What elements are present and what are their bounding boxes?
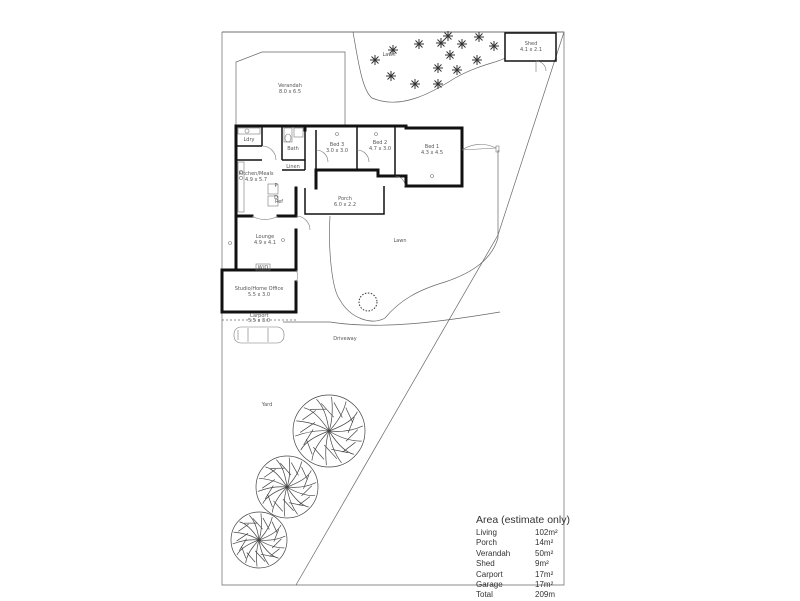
- area-title: Area (estimate only): [476, 514, 570, 526]
- ldry-name: Ldry: [244, 137, 255, 143]
- fixtures: [228, 127, 500, 283]
- flower-icon: [386, 71, 396, 81]
- room-labels: Verandah 8.0 x 6.5 Shed 4.1 x 2.1 Bed 1 …: [235, 41, 542, 324]
- studio-name: Studio/Home Office: [235, 286, 284, 292]
- shrub-icon: [358, 292, 378, 312]
- flower-icon: [452, 65, 462, 75]
- carport-dims: 5.5 x 3.0: [248, 318, 270, 324]
- area-row: Shed 9m²: [476, 559, 586, 569]
- wo-label: W/O: [258, 265, 269, 271]
- carport-name: Carport: [250, 313, 269, 319]
- flower-icon: [457, 39, 467, 49]
- area-row-value: 17m²: [535, 569, 554, 579]
- driveway-edge: [283, 311, 501, 326]
- tree-icons: [230, 394, 366, 569]
- studio-dims: 5.5 x 3.0: [248, 292, 270, 298]
- top-lawn-edge: [352, 31, 506, 103]
- area-row: Garage 17m²: [476, 580, 586, 590]
- pantry-label: P: [274, 183, 277, 189]
- flower-icon: [489, 41, 499, 51]
- lawn-mid-label: Lawn: [393, 238, 406, 244]
- shed-dims: 4.1 x 2.1: [520, 47, 542, 53]
- area-row: Living 102m²: [476, 528, 586, 538]
- area-row-name: Garage: [476, 580, 503, 590]
- kitchen-name: Kitchen/Meals: [239, 171, 274, 177]
- flower-icon: [445, 50, 455, 60]
- area-row-value: 50m²: [535, 548, 554, 558]
- kitchen-dims: 4.9 x 5.7: [245, 177, 267, 183]
- property-boundary: [221, 31, 565, 586]
- lounge-name: Lounge: [256, 234, 274, 240]
- area-row-name: Living: [476, 528, 497, 537]
- tree-icon: [230, 511, 288, 569]
- area-row-name: Shed: [476, 559, 495, 569]
- flower-icon: [474, 32, 484, 42]
- flower-icon: [443, 31, 453, 41]
- flower-icon: [410, 79, 420, 89]
- area-row-name: Verandah: [476, 548, 511, 558]
- lawn-top-label: Lawn: [382, 52, 395, 58]
- bed1-name: Bed 1: [425, 144, 439, 150]
- area-summary: Area (estimate only) Living 102m² Porch 14m…: [476, 514, 586, 601]
- flower-icon: [436, 38, 446, 48]
- linen-name: Linen: [286, 164, 300, 170]
- area-row-name: Porch: [476, 538, 497, 548]
- area-row-value: 209m: [535, 590, 556, 600]
- bath-name: Bath: [287, 146, 299, 152]
- dw-label: D: [274, 195, 278, 201]
- bed1-dims: 4.3 x 4.5: [421, 150, 443, 156]
- flower-icon: [472, 55, 482, 65]
- shed-name: Shed: [525, 41, 538, 47]
- flower-icons: [370, 31, 499, 89]
- verandah-name: Verandah: [278, 83, 302, 89]
- flower-icon: [388, 45, 398, 55]
- area-row-value: 17m²: [535, 580, 554, 590]
- area-row-name: Total: [476, 590, 493, 600]
- flower-icon: [370, 55, 380, 65]
- area-row: Carport 17m²: [476, 570, 586, 580]
- verandah-outline: [235, 51, 346, 126]
- tree-icon: [255, 455, 319, 519]
- porch-dims: 6.0 x 2.2: [334, 202, 356, 208]
- area-row-value: 9m²: [535, 559, 549, 569]
- bed3-dims: 3.0 x 3.0: [326, 148, 348, 154]
- area-row-value: 14m²: [535, 538, 554, 548]
- bed3-name: Bed 3: [330, 142, 344, 148]
- area-row: Verandah 50m²: [476, 549, 586, 559]
- mid-lawn-edge: [329, 150, 499, 322]
- ref-label: Ref: [275, 199, 283, 205]
- area-row-value: 102m²: [535, 528, 558, 537]
- bed2-dims: 4.7 x 3.0: [369, 146, 391, 152]
- outdoor-labels: Lawn Lawn Driveway Yard: [261, 52, 407, 408]
- yard-label: Yard: [261, 402, 273, 408]
- shed: [504, 32, 557, 72]
- car-icon: [233, 326, 285, 344]
- flower-icon: [433, 63, 443, 73]
- area-row: Porch 14m²: [476, 538, 586, 548]
- verandah-dims: 8.0 x 6.5: [279, 89, 301, 95]
- tree-icon: [292, 394, 366, 468]
- flower-icon: [414, 39, 424, 49]
- bed2-name: Bed 2: [373, 140, 387, 146]
- area-row: Total 209m: [476, 590, 586, 600]
- driveway-label: Driveway: [333, 336, 356, 342]
- porch-name: Porch: [338, 196, 352, 202]
- flower-icon: [433, 79, 443, 89]
- area-row-name: Carport: [476, 569, 503, 579]
- lounge-dims: 4.9 x 4.1: [254, 240, 276, 246]
